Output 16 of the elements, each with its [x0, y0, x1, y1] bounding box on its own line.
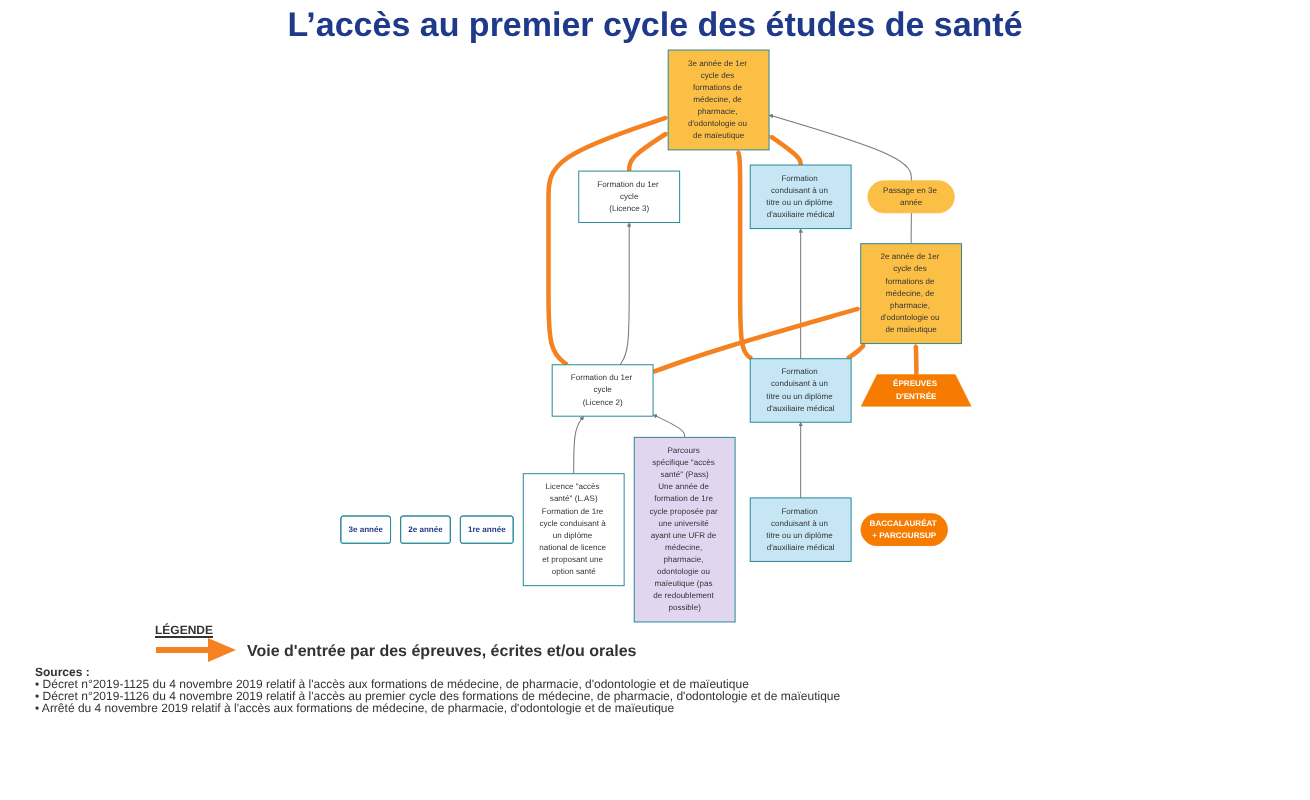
arrow: [912, 343, 918, 375]
connector: [909, 212, 911, 245]
arrow: [845, 343, 865, 361]
arrow: [797, 422, 802, 499]
arrow: [651, 414, 685, 438]
arrow: [734, 149, 753, 361]
arrow: [797, 228, 802, 360]
arrow: [651, 306, 860, 375]
arrow: [545, 115, 668, 367]
title: L’accès au premier cycle des études de santé: [287, 6, 1023, 46]
arrow: [767, 134, 802, 167]
arrow: [618, 222, 631, 366]
arrow: [572, 416, 583, 475]
arrow: [625, 131, 668, 172]
arrow: [767, 114, 911, 182]
legend-text: Voie d'entrée par des épreuves, écrites et/ou orales: [247, 641, 637, 659]
